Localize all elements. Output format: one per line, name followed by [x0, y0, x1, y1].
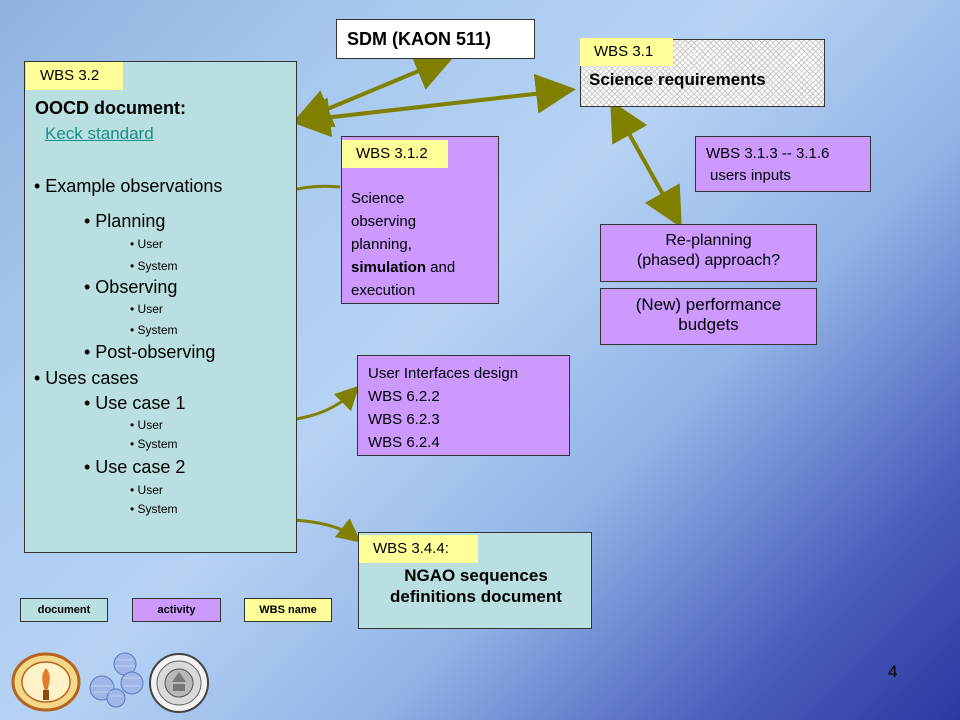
oocd-document-box: OOCD document: Keck standard • Example o…	[24, 61, 297, 553]
ngao-sequences-text: NGAO sequences definitions document	[359, 565, 593, 607]
user-interfaces-title: User Interfaces design	[368, 365, 519, 382]
science-observing-line-4-rest: and	[426, 259, 456, 276]
keck-mirror-segments-logo	[89, 652, 144, 708]
use-case-1-system-item: • System	[130, 437, 178, 451]
user-interfaces-wbs-6-2-2: WBS 6.2.2	[368, 388, 440, 405]
legend-document: document	[20, 598, 108, 622]
legend-wbs-name: WBS name	[244, 598, 332, 622]
observing-item: • Observing	[84, 277, 178, 297]
science-requirements-title: Science requirements	[589, 70, 766, 89]
replanning-box: Re-planning (phased) approach?	[600, 224, 817, 282]
users-inputs-box: WBS 3.1.3 -- 3.1.6 users inputs	[695, 136, 871, 192]
users-inputs-wbs: WBS 3.1.3 -- 3.1.6	[706, 145, 830, 162]
user-interfaces-wbs-6-2-3: WBS 6.2.3	[368, 411, 440, 428]
replanning-line-1: Re-planning	[665, 232, 752, 249]
arrow-oocd-science-requirements	[290, 73, 576, 138]
arrow-science-requirements-replanning	[610, 100, 682, 228]
science-observing-text: Science observing planning, simulation a…	[351, 187, 455, 302]
sdm-box: SDM (KAON 511)	[336, 19, 535, 59]
post-observing-item: • Post-observing	[84, 342, 216, 362]
use-case-2-item: • Use case 2	[84, 457, 186, 477]
wbs-3-1-2-tag: WBS 3.1.2	[342, 140, 448, 168]
uses-cases-item: • Uses cases	[34, 368, 139, 388]
ngao-line-2: definitions document	[390, 587, 562, 606]
keck-standard-link[interactable]: Keck standard	[45, 124, 154, 143]
page-number: 4	[888, 662, 898, 681]
user-interfaces-wbs-6-2-4: WBS 6.2.4	[368, 434, 440, 451]
science-observing-line-2: observing	[351, 213, 417, 230]
wbs-3-1-tag: WBS 3.1	[580, 38, 673, 66]
uc-seal-logo	[149, 653, 209, 713]
performance-line-2: budgets	[678, 315, 739, 334]
wbs-3-2-tag: WBS 3.2	[26, 62, 123, 90]
replanning-line-2: (phased) approach?	[636, 252, 781, 269]
science-observing-line-4-bold: simulation	[351, 259, 427, 276]
planning-system-item: • System	[130, 259, 178, 273]
observing-system-item: • System	[130, 323, 178, 337]
use-case-1-item: • Use case 1	[84, 393, 186, 413]
arrow-oocd-sdm	[291, 52, 455, 128]
science-observing-line-5: execution	[351, 282, 416, 299]
planning-item: • Planning	[84, 211, 166, 231]
example-observations-item: • Example observations	[34, 176, 223, 196]
oocd-title: OOCD document:	[35, 98, 186, 118]
observing-user-item: • User	[130, 302, 163, 316]
science-observing-line-1: Science	[351, 190, 405, 207]
caltech-seal-logo	[11, 652, 81, 712]
science-observing-line-3: planning,	[351, 236, 412, 253]
ngao-line-1: NGAO sequences	[404, 566, 548, 585]
users-inputs-label: users inputs	[710, 167, 791, 184]
use-case-2-user-item: • User	[130, 483, 163, 497]
user-interfaces-box: User Interfaces design WBS 6.2.2 WBS 6.2…	[357, 355, 570, 456]
planning-user-item: • User	[130, 237, 163, 251]
legend-activity: activity	[132, 598, 221, 622]
use-case-2-system-item: • System	[130, 502, 178, 516]
use-case-1-user-item: • User	[130, 418, 163, 432]
wbs-3-4-4-tag: WBS 3.4.4:	[359, 535, 478, 563]
performance-budgets-box: (New) performance budgets	[600, 288, 817, 345]
performance-line-1: (New) performance	[635, 295, 782, 314]
